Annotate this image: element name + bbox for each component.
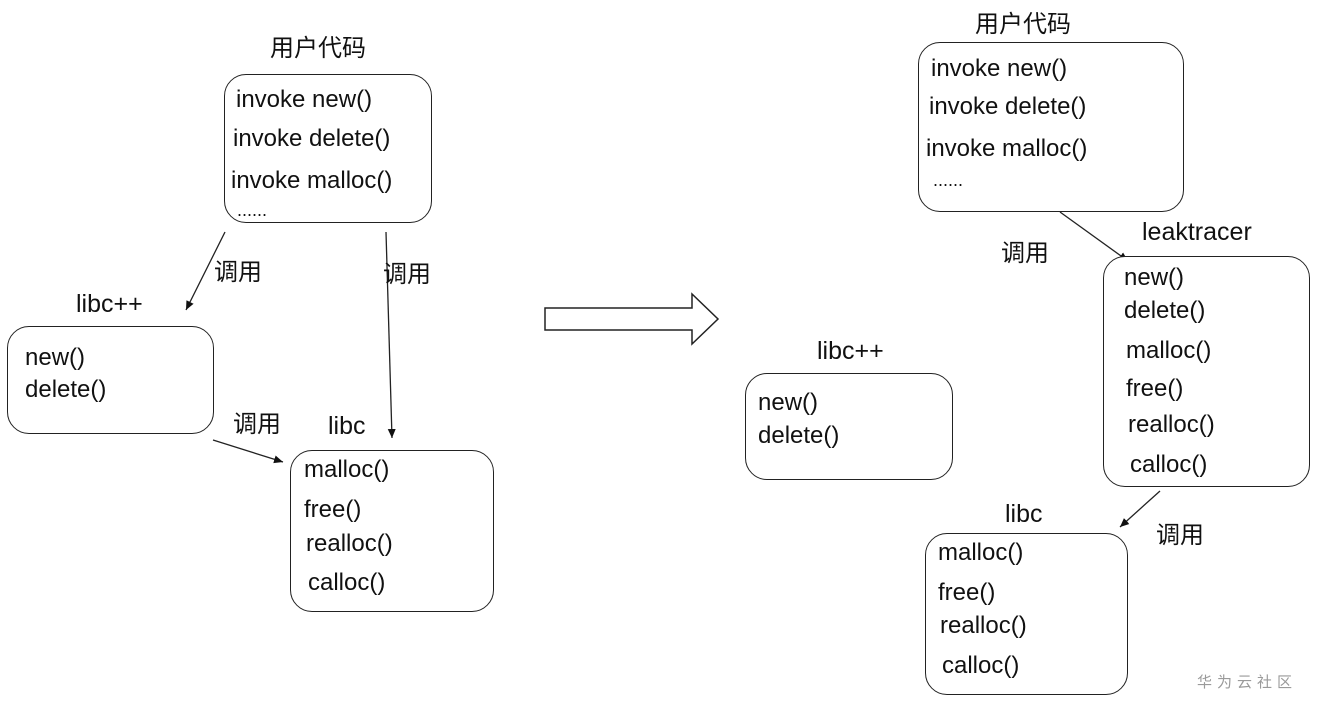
left-libcpp-title: libc++: [76, 290, 143, 318]
left-libc-line: malloc(): [304, 456, 390, 483]
right-user-code-box: [918, 42, 1184, 212]
left-user-line: invoke malloc(): [231, 167, 393, 194]
left-libc-line: realloc(): [306, 530, 393, 557]
right-leaktracer-line: free(): [1126, 375, 1184, 402]
right-leaktracer-box: [1103, 256, 1310, 487]
arrow-leaktracer-to-libc: [1119, 490, 1161, 528]
arrow-user-to-leaktracer: [1059, 211, 1129, 262]
right-leaktracer-line: delete(): [1124, 297, 1206, 324]
right-call-label: 调用: [1001, 239, 1049, 267]
left-libc-box: [290, 450, 494, 612]
left-user-code-box: [224, 74, 432, 223]
watermark-text: 华为云社区: [1197, 673, 1298, 691]
right-leaktracer-title: leaktracer: [1142, 218, 1252, 246]
left-libcpp-line: new(): [25, 344, 86, 371]
right-libc-box: [925, 533, 1128, 695]
right-libc-line: calloc(): [942, 652, 1020, 679]
right-leaktracer-line: calloc(): [1130, 451, 1208, 478]
left-call-label: 调用: [214, 258, 262, 286]
left-user-line: invoke delete(): [233, 125, 391, 152]
right-user-line: invoke malloc(): [926, 135, 1088, 162]
right-libcpp-line: new(): [758, 389, 819, 416]
left-call-label: 调用: [233, 410, 281, 438]
right-libcpp-title: libc++: [817, 337, 884, 365]
right-leaktracer-line: realloc(): [1128, 411, 1215, 438]
right-libc-title: libc: [1005, 500, 1043, 528]
right-user-code-title: 用户代码: [975, 10, 1071, 38]
left-libcpp-line: delete(): [25, 376, 107, 403]
left-call-label: 调用: [383, 260, 431, 288]
arrow-libcpp-to-libc: [212, 439, 284, 464]
arrow-user-to-libc: [385, 231, 396, 439]
right-user-line: invoke new(): [931, 55, 1068, 82]
right-user-line: ......: [933, 170, 964, 190]
right-leaktracer-line: new(): [1124, 264, 1185, 291]
arrow-user-to-libcpp: [185, 231, 226, 311]
right-libcpp-box: [745, 373, 953, 480]
transform-arrow: [544, 292, 720, 346]
right-call-label: 调用: [1156, 521, 1204, 549]
right-libc-line: realloc(): [940, 612, 1027, 639]
left-libcpp-box: [7, 326, 214, 434]
right-libcpp-line: delete(): [758, 422, 840, 449]
right-user-line: invoke delete(): [929, 93, 1087, 120]
left-libc-line: free(): [304, 496, 362, 523]
right-libc-line: free(): [938, 579, 996, 606]
left-libc-title: libc: [328, 412, 366, 440]
right-libc-line: malloc(): [938, 539, 1024, 566]
left-user-code-title: 用户代码: [270, 34, 366, 62]
left-user-line: ......: [237, 200, 268, 220]
left-user-line: invoke new(): [236, 86, 373, 113]
left-libc-line: calloc(): [308, 569, 386, 596]
right-leaktracer-line: malloc(): [1126, 337, 1212, 364]
